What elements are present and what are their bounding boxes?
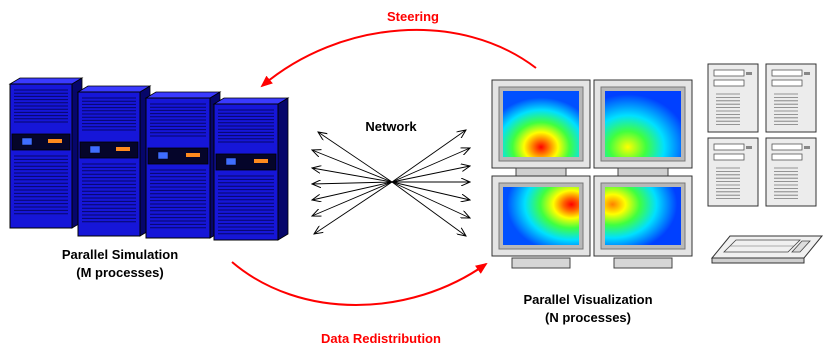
network-link xyxy=(318,132,393,183)
network-link xyxy=(312,168,393,183)
server-cabinet xyxy=(76,85,152,237)
simulation-label-line2: (M processes) xyxy=(76,265,164,280)
network-link xyxy=(391,148,470,183)
server-cabinet xyxy=(8,77,84,229)
network-link xyxy=(391,130,466,183)
network-link xyxy=(391,181,466,236)
computer-tower xyxy=(765,63,817,133)
network-link xyxy=(391,181,470,200)
network-link xyxy=(312,182,393,184)
computer-tower-icon xyxy=(707,63,817,207)
network-link xyxy=(312,181,393,200)
network-link xyxy=(391,181,470,218)
network-link xyxy=(391,166,470,183)
network-link xyxy=(312,181,393,216)
visualization-label-line2: (N processes) xyxy=(545,310,631,325)
computer-tower xyxy=(707,63,759,133)
keyboard-icon xyxy=(710,235,824,264)
data-redistribution-label: Data Redistribution xyxy=(321,331,441,346)
monitor-wall-icon xyxy=(491,79,693,269)
computer-tower xyxy=(765,137,817,207)
server-rack-icon xyxy=(8,77,290,241)
network-link xyxy=(314,181,393,234)
network-label: Network xyxy=(365,119,417,134)
visualization-label-line1: Parallel Visualization xyxy=(523,292,653,307)
data-redistribution-arrow xyxy=(231,261,488,306)
computer-tower xyxy=(707,137,759,207)
network-link xyxy=(312,150,393,183)
steering-arrow xyxy=(260,28,537,88)
steering-label: Steering xyxy=(386,9,439,24)
server-cabinet xyxy=(144,91,222,239)
simulation-label-line1: Parallel Simulation xyxy=(61,247,179,262)
server-cabinet xyxy=(212,97,290,241)
network-links xyxy=(312,130,470,236)
